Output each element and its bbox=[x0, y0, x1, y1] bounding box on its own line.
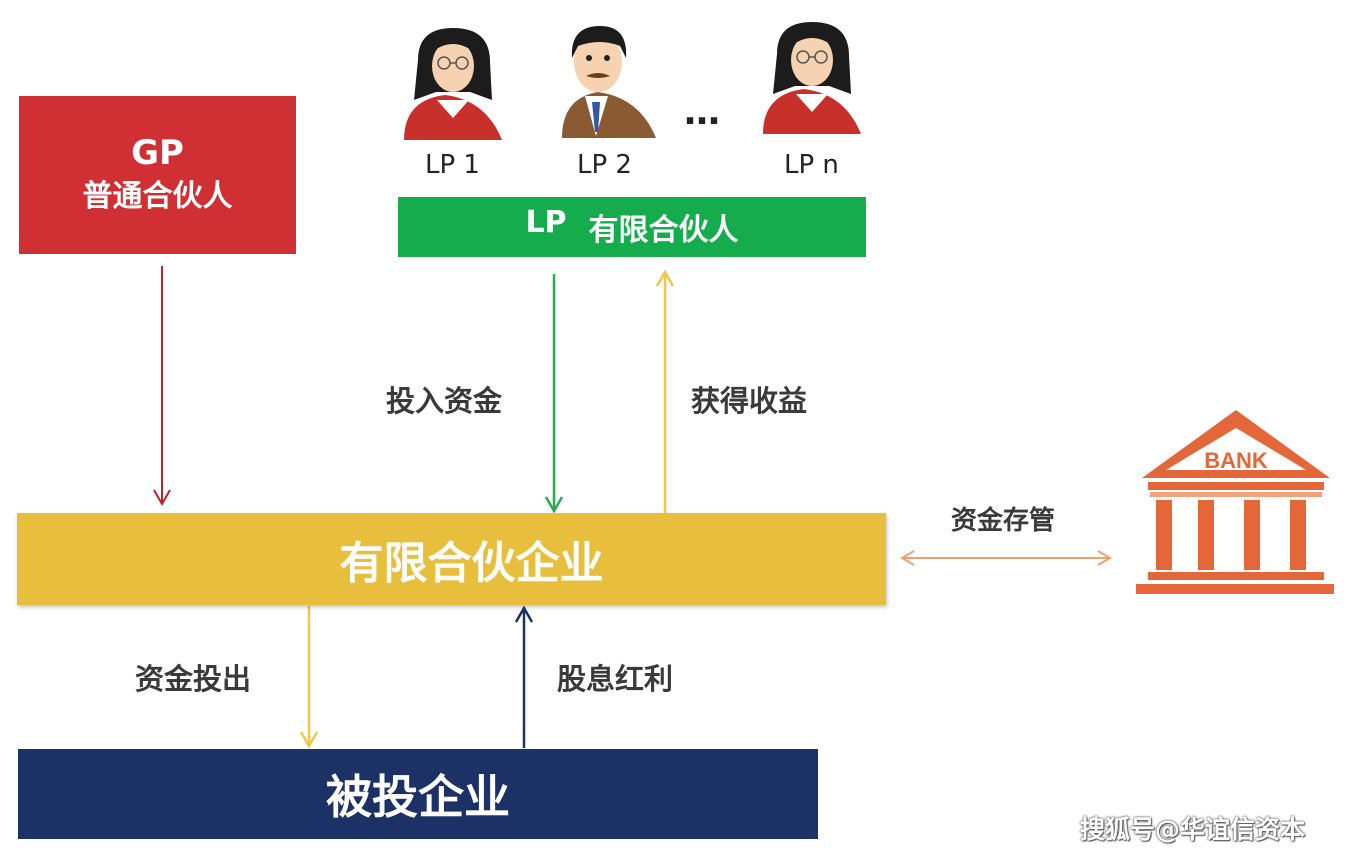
lpn-avatar-icon bbox=[763, 22, 861, 134]
lp-box-code: LP bbox=[525, 205, 567, 240]
dividends-arrow bbox=[514, 605, 534, 748]
dividends-label: 股息红利 bbox=[557, 662, 674, 696]
fund-name: 有限合伙企业 bbox=[339, 538, 604, 589]
fund-box: 有限合伙企业 bbox=[17, 513, 886, 605]
gp-box: GP 普通合伙人 bbox=[19, 96, 296, 254]
lpn-label: LP n bbox=[784, 150, 839, 180]
bank-sign: BANK bbox=[1204, 448, 1268, 473]
custody-label: 资金存管 bbox=[951, 506, 1056, 536]
gp-name: 普通合伙人 bbox=[82, 179, 233, 214]
lp1-label: LP 1 bbox=[425, 150, 480, 180]
target-name: 被投企业 bbox=[326, 770, 510, 824]
invest-label: 投入资金 bbox=[386, 384, 503, 418]
lp-box: LP 有限合伙人 bbox=[398, 197, 866, 257]
lp2-label: LP 2 bbox=[577, 150, 632, 180]
lp-ellipsis: … bbox=[684, 92, 720, 133]
bank-icon bbox=[1136, 410, 1334, 594]
returns-arrow bbox=[655, 269, 675, 513]
outbound-label: 资金投出 bbox=[135, 662, 252, 696]
outbound-arrow bbox=[299, 606, 319, 749]
lp-box-name: 有限合伙人 bbox=[588, 213, 739, 248]
gp-code: GP bbox=[131, 133, 184, 173]
gp-to-fund-arrow bbox=[153, 266, 171, 507]
lp1-avatar-icon bbox=[404, 28, 502, 140]
custody-arrow bbox=[900, 550, 1112, 566]
lp2-avatar-icon bbox=[562, 26, 656, 138]
watermark: 搜狐号@华谊信资本 bbox=[1080, 815, 1306, 844]
invest-arrow bbox=[544, 274, 564, 514]
target-box: 被投企业 bbox=[18, 749, 818, 839]
returns-label: 获得收益 bbox=[691, 384, 808, 418]
